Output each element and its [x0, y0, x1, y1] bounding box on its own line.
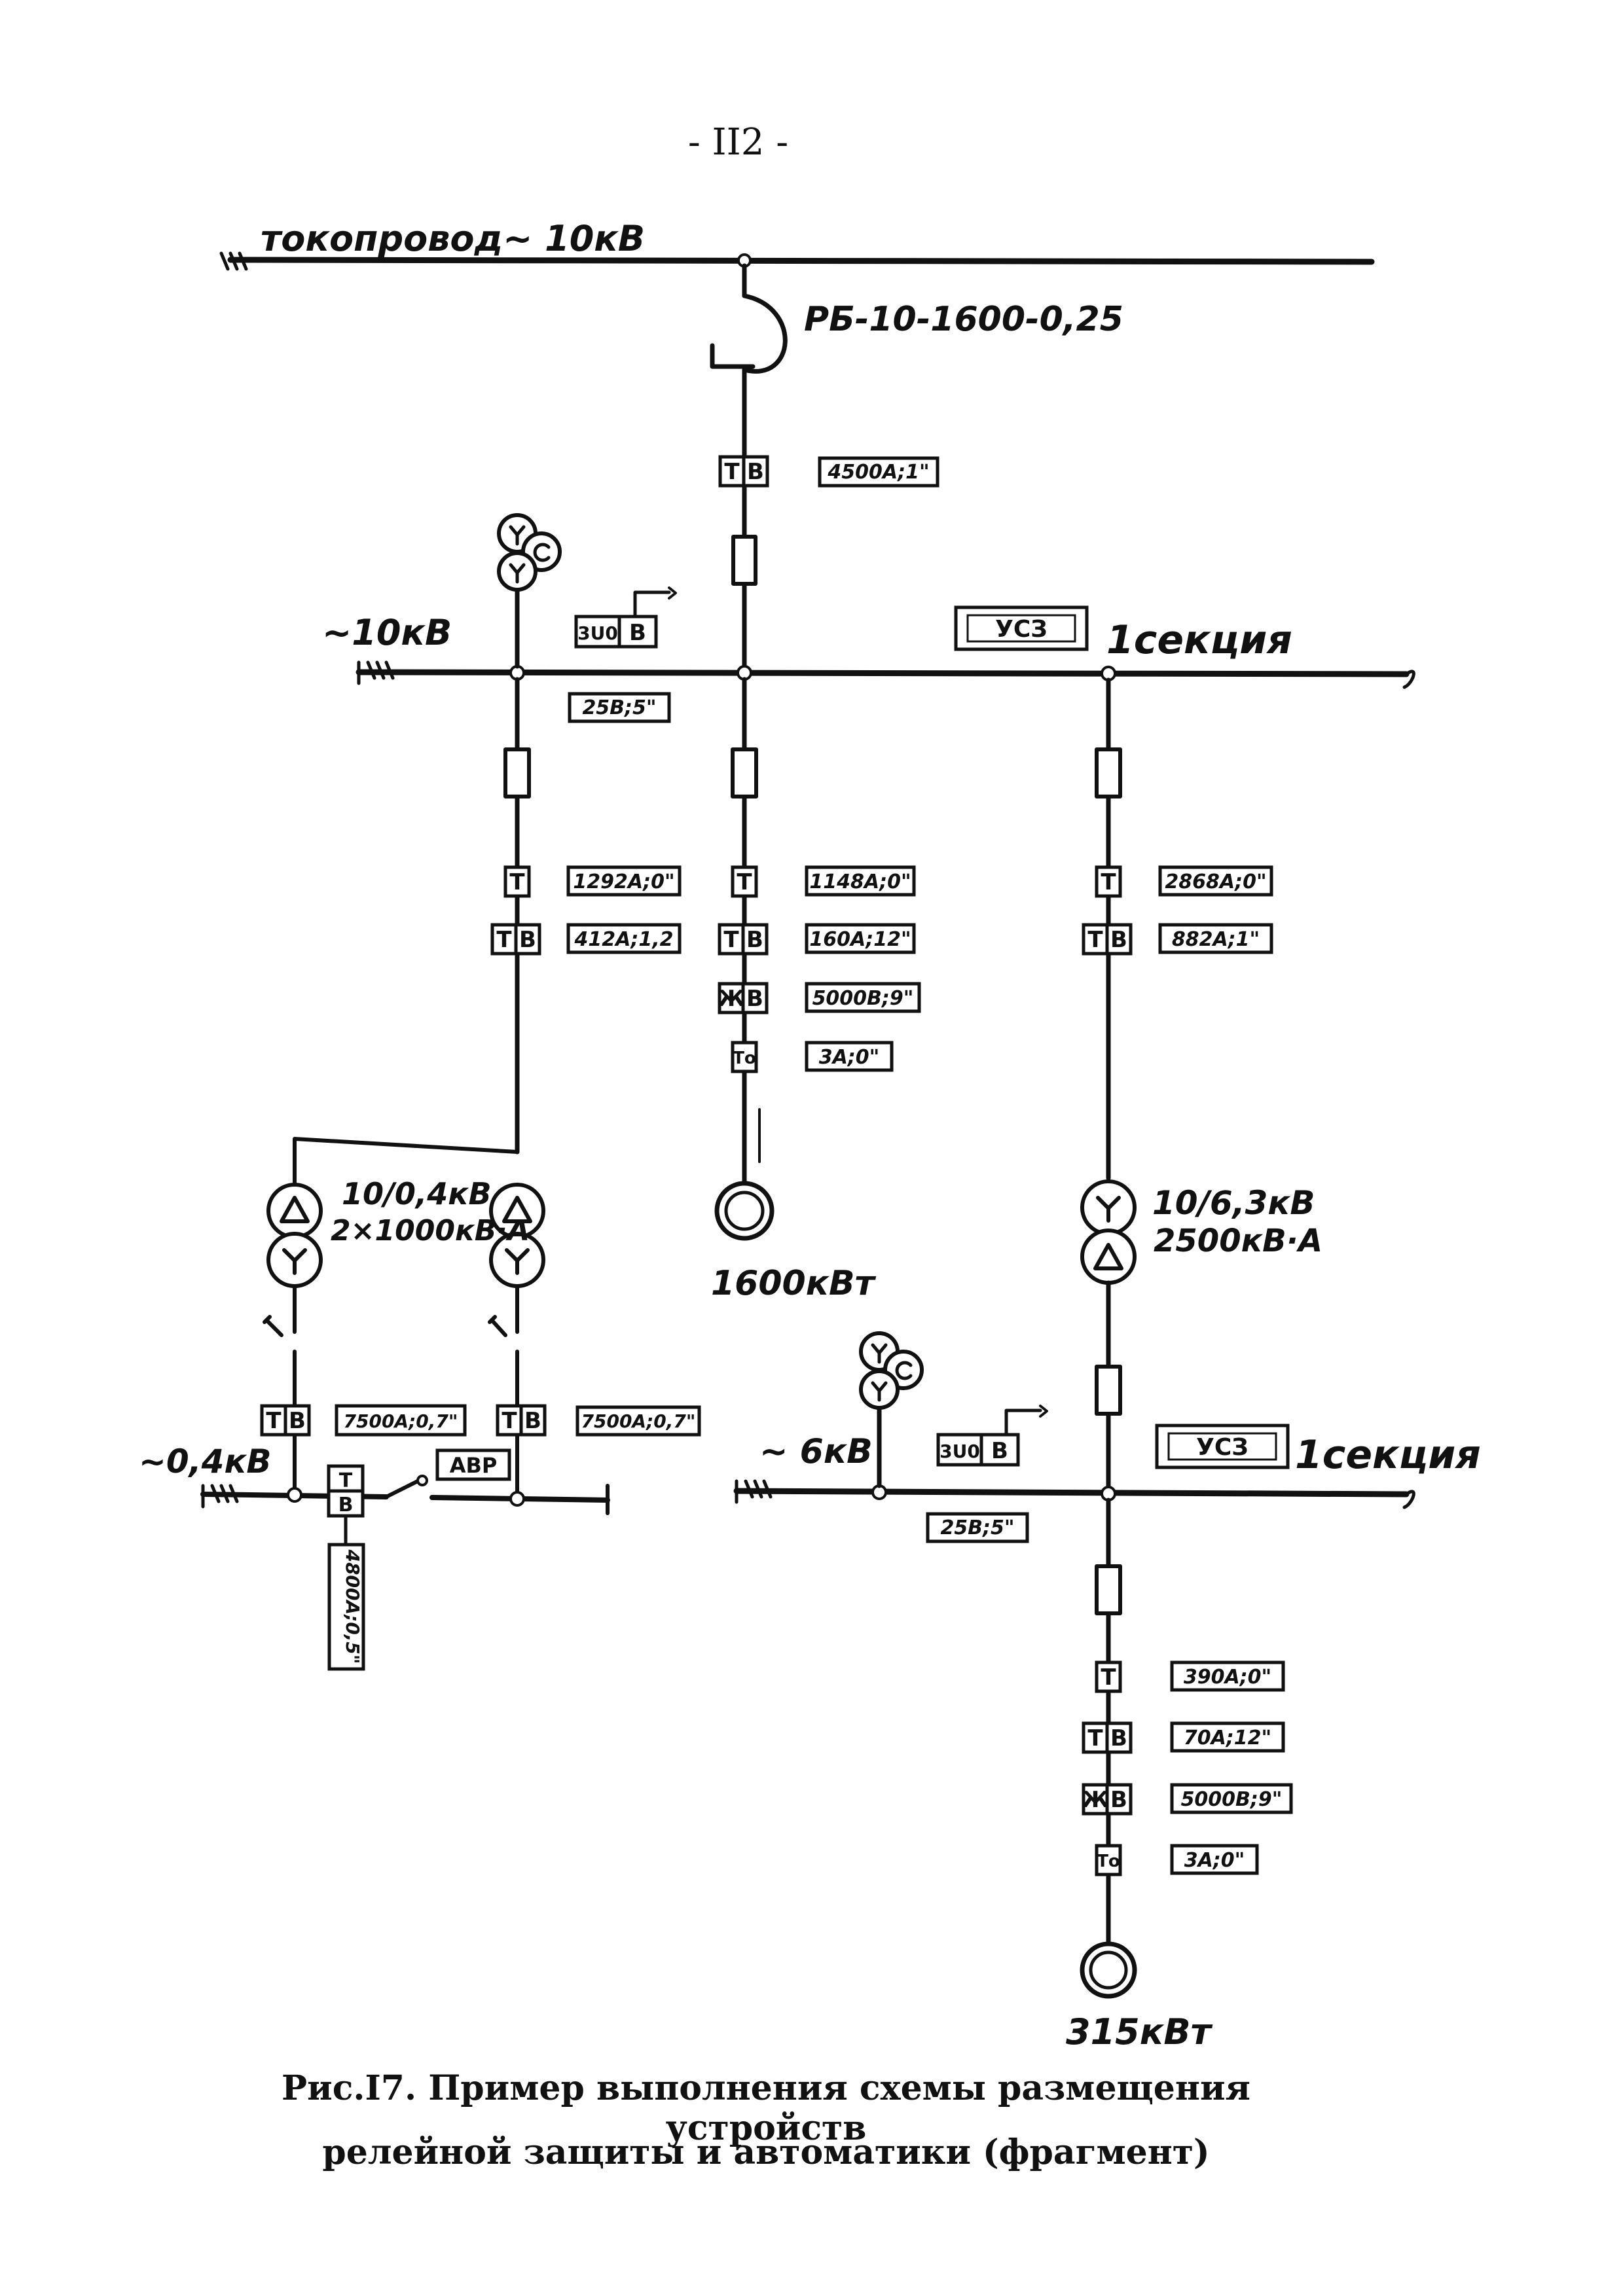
- m2-code-tv-t: Т: [1087, 1725, 1103, 1751]
- busway-label: токопровод~ 10кВ: [261, 218, 645, 259]
- bus-04kv: [200, 1475, 610, 1550]
- bus6-voltage-label: ~ 6кВ: [759, 1432, 873, 1471]
- m1-code-to: То: [733, 1049, 756, 1068]
- f1-code-t: Т: [509, 869, 525, 895]
- voltage-transformer-6kv: [859, 1331, 924, 1488]
- setting-m1-to: 3А;0": [819, 1046, 880, 1069]
- lvl-code-t: Т: [266, 1408, 282, 1434]
- reactor-label: РБ-10-1600-0,25: [804, 300, 1123, 339]
- setting-bus10-voltage: 25В;5": [582, 696, 656, 719]
- tr1-rating-2: 2×1000кВ·А: [331, 1214, 530, 1247]
- setting-m2-tv: 70А;12": [1184, 1727, 1271, 1749]
- motor1-label: 1600кВт: [711, 1264, 877, 1303]
- bus10-section-label: 1секция: [1106, 617, 1292, 663]
- voltage-transformer-10kv: [497, 513, 562, 669]
- reactor: [710, 263, 788, 675]
- vt6-relay-flag: [1004, 1405, 1048, 1435]
- tr2-rating-1: 10/6,3кВ: [1152, 1184, 1315, 1222]
- incomer-code-t: Т: [724, 459, 740, 485]
- setting-m1-zhv: 5000В;9": [812, 987, 914, 1010]
- setting-lv-sect-tv: 4800А;0,5": [342, 1549, 363, 1664]
- vt6-code-3u0: 3U0: [939, 1441, 980, 1462]
- m1-code-zhv-v: В: [746, 986, 763, 1012]
- lvl-code-v: В: [289, 1408, 306, 1434]
- m2-code-zhv-v: В: [1110, 1787, 1127, 1813]
- sect-code-v: В: [338, 1494, 354, 1516]
- f3-code-t: Т: [1101, 869, 1116, 895]
- f1-code-tv-t: Т: [496, 927, 512, 953]
- bus6-section-label: 1секция: [1295, 1432, 1481, 1478]
- m2-code-t: Т: [1101, 1664, 1116, 1691]
- feeder-3: [1080, 677, 1137, 1490]
- setting-f1-t: 1292А;0": [573, 870, 674, 893]
- setting-lv-right-tv: 7500А;0,7": [581, 1410, 696, 1432]
- setting-f3-t: 2868А;0": [1165, 870, 1266, 893]
- tr2-rating-2: 2500кВ·А: [1154, 1223, 1322, 1259]
- setting-m1-tv: 160А;12": [809, 928, 911, 951]
- m1-code-tv-v: В: [746, 927, 763, 953]
- incomer-breaker: [731, 535, 757, 586]
- m2-code-zh: Ж: [1082, 1787, 1109, 1813]
- figure-caption-line-1: Рис.I7. Пример выполнения схемы размещен…: [282, 2068, 1250, 2148]
- m2-code-tv-v: В: [1110, 1725, 1127, 1751]
- motor2-label: 315кВт: [1066, 2011, 1213, 2053]
- vt10-code-v: В: [629, 620, 646, 646]
- vt10-code-3u0: 3U0: [577, 622, 618, 644]
- setting-bus6-voltage: 25В;5": [940, 1516, 1014, 1539]
- setting-f1-tv: 412А;1,2: [574, 928, 674, 951]
- setting-m2-zhv: 5000В;9": [1181, 1788, 1283, 1811]
- setting-lv-left-tv: 7500А;0,7": [344, 1410, 458, 1432]
- setting-incomer: 4500А;1": [827, 461, 929, 484]
- sect-code-t: Т: [339, 1469, 353, 1492]
- f3-code-tv-v: В: [1110, 927, 1127, 953]
- setting-m1-t: 1148А;0": [809, 870, 911, 893]
- usz10-label: УСЗ: [995, 616, 1048, 643]
- bus04-voltage-label: ~0,4кВ: [139, 1443, 272, 1480]
- usz6-label: УСЗ: [1196, 1434, 1249, 1461]
- setting-m2-t: 390А;0": [1184, 1666, 1271, 1689]
- lvr-code-v: В: [524, 1408, 541, 1434]
- bus10-voltage-label: ~10кВ: [322, 612, 452, 653]
- winding-symbols: [280, 1196, 1123, 1275]
- avr-label: АВР: [450, 1453, 498, 1478]
- page-number: - II2 -: [687, 121, 789, 164]
- setting-m2-to: 3А;0": [1184, 1849, 1245, 1872]
- incomer-code-v: В: [747, 459, 764, 485]
- feeder-1: [293, 677, 531, 1187]
- lvr-code-t: Т: [501, 1408, 517, 1434]
- bus-6kv: [733, 1479, 1415, 1509]
- vt-relay-flag: [633, 586, 677, 617]
- figure-caption-line-2: релейной защиты и автоматики (фрагмент): [322, 2132, 1210, 2172]
- transformer-10-04-right: [488, 1183, 545, 1501]
- m2-code-to: То: [1097, 1852, 1120, 1871]
- tr1-rating-1: 10/0,4кВ: [342, 1176, 492, 1211]
- m1-code-t: Т: [737, 869, 752, 895]
- transformer-10-04-left: [263, 1183, 323, 1494]
- m1-code-zh: Ж: [718, 986, 745, 1012]
- f3-code-tv-t: Т: [1087, 927, 1103, 953]
- f1-code-tv-v: В: [519, 927, 536, 953]
- vt6-code-v: В: [991, 1438, 1008, 1464]
- setting-f3-tv: 882А;1": [1172, 928, 1260, 951]
- m1-code-tv-t: Т: [723, 927, 739, 953]
- motor-feeder-1600: [714, 677, 775, 1241]
